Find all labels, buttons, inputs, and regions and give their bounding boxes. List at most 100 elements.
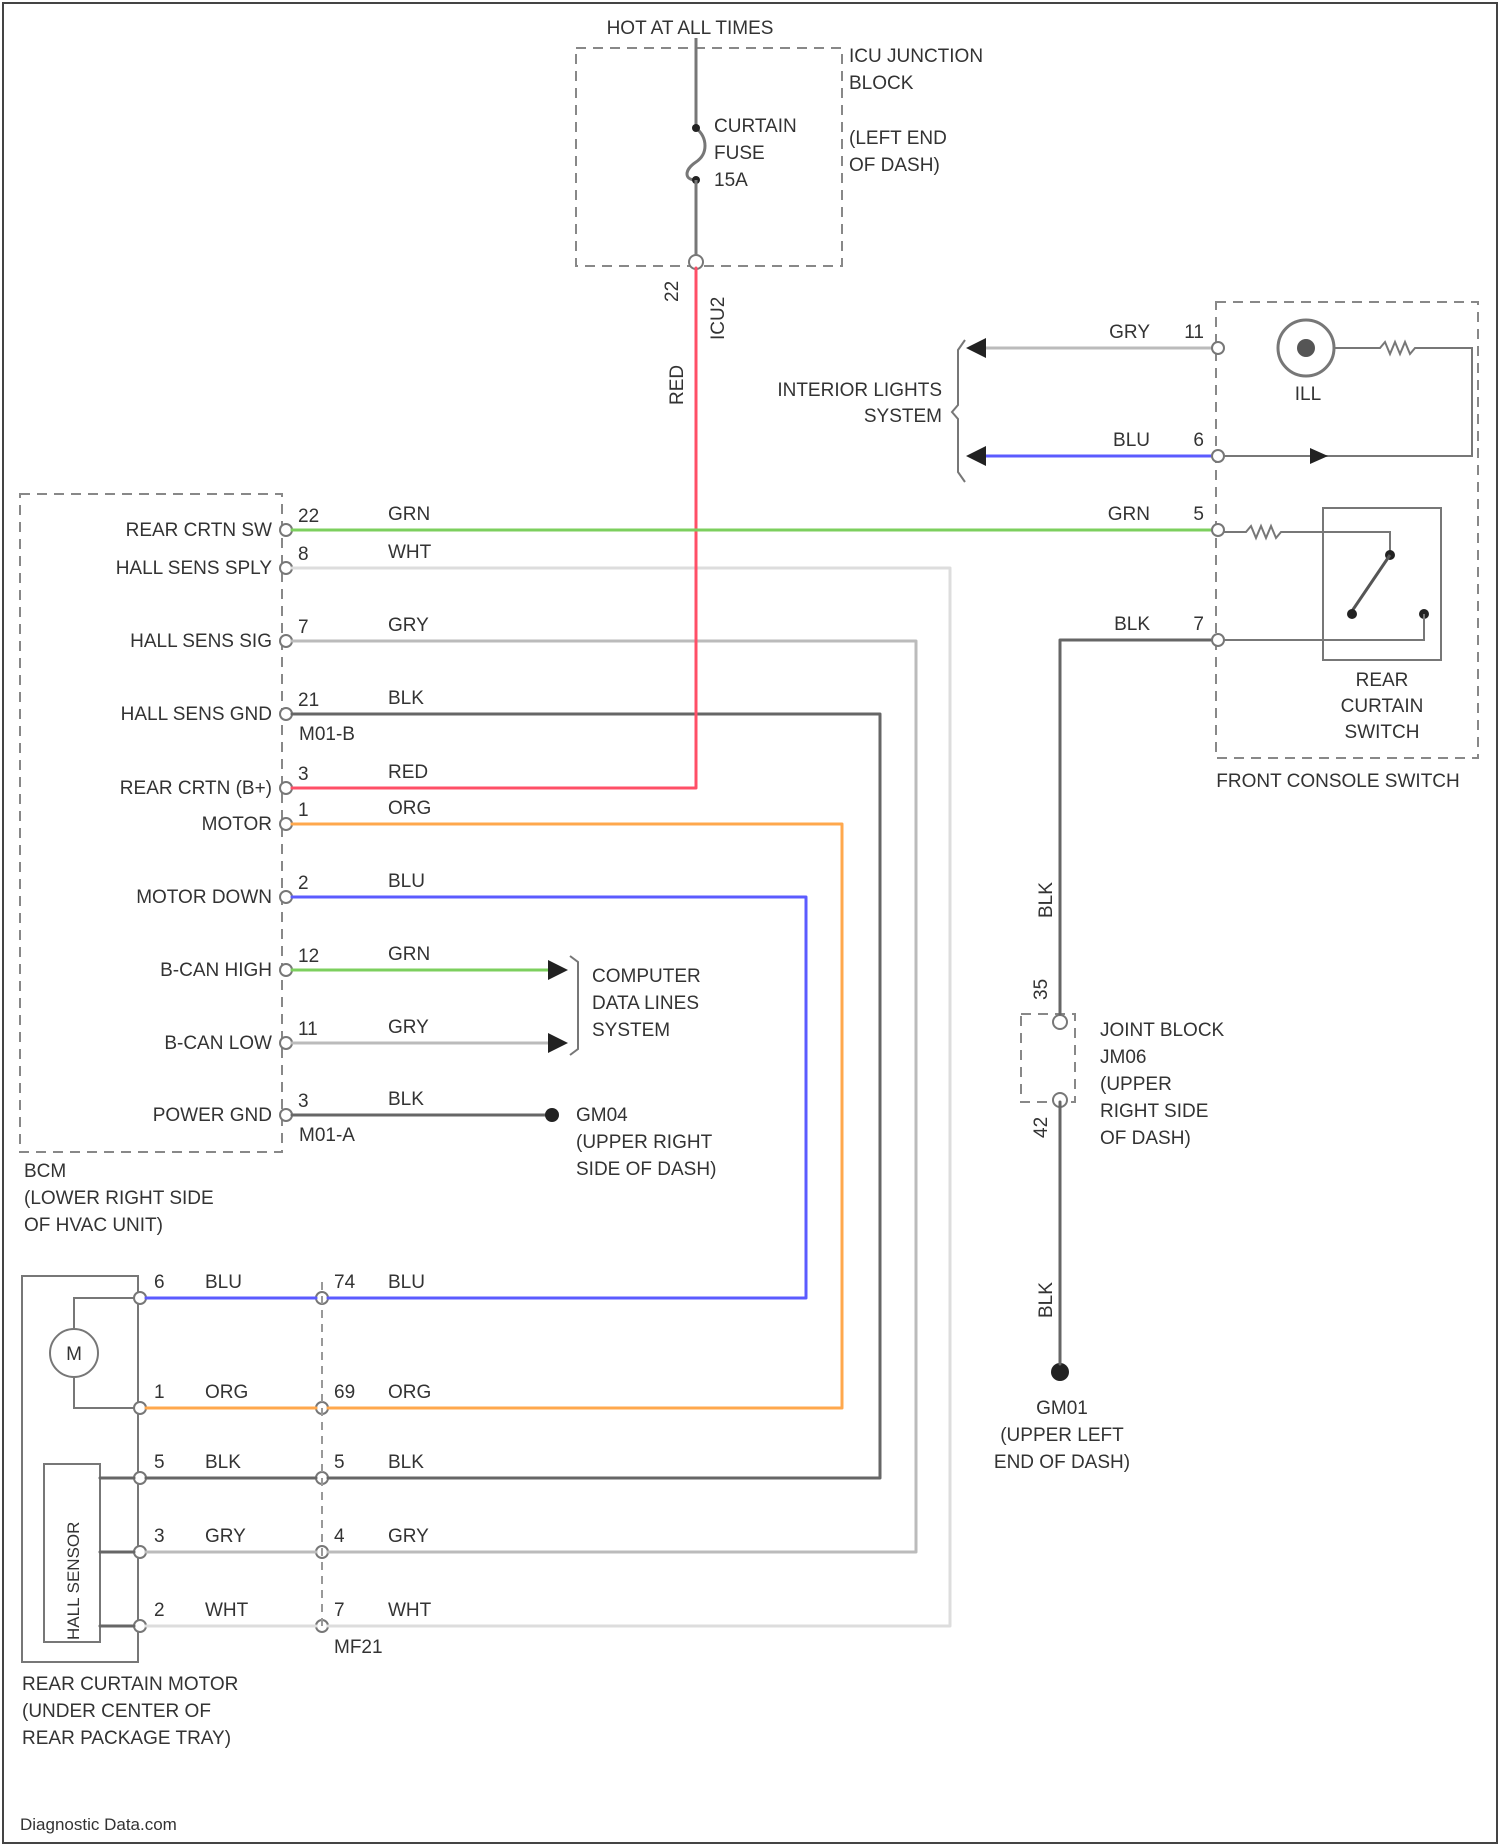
joint-label-line1: JOINT BLOCK <box>1100 1020 1225 1041</box>
motor-pin-marker <box>134 1620 146 1632</box>
icu-connector-id: ICU2 <box>708 297 729 340</box>
curtain-fuse-symbol <box>687 128 705 180</box>
rear-curtain-power-wire <box>292 268 696 788</box>
icu-location-line2: OF DASH) <box>849 155 940 176</box>
motor-symbol: M <box>66 1344 82 1365</box>
bcm-connector-b: M01-B <box>299 724 355 745</box>
mf21-wire-color: GRY <box>388 1526 429 1547</box>
bcm-pin-marker <box>280 891 292 903</box>
interior-lights-label-line2: SYSTEM <box>864 406 942 427</box>
mf21-wire-color: ORG <box>388 1382 431 1403</box>
bcm-title-line1: BCM <box>24 1161 66 1182</box>
hall-signal-wire <box>292 641 916 1552</box>
fuse-node-top <box>692 124 700 132</box>
hall-sensor-label: HALL SENSOR <box>64 1522 83 1640</box>
computer-label-line3: SYSTEM <box>592 1020 670 1041</box>
ill-return-arrow-icon <box>1310 448 1328 464</box>
bcm-pin-marker <box>280 708 292 720</box>
interior-lights-label-line1: INTERIOR LIGHTS <box>777 380 942 401</box>
bcm-pin-number: 8 <box>298 544 309 565</box>
motor-pin-number: 2 <box>154 1600 165 1621</box>
bcm-pin-wire-color: GRN <box>388 504 430 525</box>
bcm-pin-wire-color: WHT <box>388 542 432 563</box>
wire-group: 11GRY6BLU5GRN7BLK <box>100 268 1224 1626</box>
gm04-label-line1: GM04 <box>576 1105 628 1126</box>
gm01-label-line2: (UPPER LEFT <box>1000 1425 1124 1446</box>
bcm-pin-number: 11 <box>298 1019 318 1040</box>
console-ground-wire <box>1060 640 1212 1364</box>
switch-lever-icon <box>1350 555 1390 614</box>
bcm-pin-label: HALL SENS SPLY <box>116 558 273 579</box>
bcm-pin-label: MOTOR DOWN <box>136 887 272 908</box>
motor-pin-number: 3 <box>154 1526 165 1547</box>
mf21-pin-number: 4 <box>334 1526 345 1547</box>
motor-wire-color: WHT <box>205 1600 249 1621</box>
console-pin-number: 5 <box>1193 504 1204 525</box>
mf21-pin-number: 5 <box>334 1452 345 1473</box>
motor-wire-color: BLU <box>205 1272 242 1293</box>
bcm-pin-marker <box>280 635 292 647</box>
motor-pin-marker <box>134 1472 146 1484</box>
switch-resistor-icon <box>1220 526 1390 555</box>
bcan-low-arrow-icon <box>548 1033 568 1053</box>
bcm-pin-number: 22 <box>298 506 319 527</box>
icu-pin-number: 22 <box>662 281 683 302</box>
motor-wire-color: ORG <box>205 1382 248 1403</box>
fuse-label-line2: FUSE <box>714 143 765 164</box>
bcm-pin-label: B-CAN LOW <box>164 1033 272 1054</box>
mf21-pin-number: 69 <box>334 1382 355 1403</box>
joint-label-line5: OF DASH) <box>1100 1128 1191 1149</box>
console-pin-marker <box>1212 342 1224 354</box>
bcm-pin-label: REAR CRTN (B+) <box>120 778 272 799</box>
joint-pin-bottom: 42 <box>1031 1117 1052 1138</box>
console-wire-color: GRY <box>1109 322 1150 343</box>
bcm-pin-number: 2 <box>298 873 309 894</box>
bcm-pin-number: 1 <box>298 800 309 821</box>
bcm-pin-marker <box>280 1109 292 1121</box>
bcm-pin-number: 12 <box>298 946 319 967</box>
console-wire-color: BLK <box>1114 614 1150 635</box>
console-pin-marker <box>1212 524 1224 536</box>
console-pin-marker <box>1212 450 1224 462</box>
gm01-ground-icon <box>1051 1363 1069 1381</box>
joint-pin-top: 35 <box>1031 979 1052 1000</box>
bcm-pin-marker <box>280 1037 292 1049</box>
console-pin-number: 11 <box>1184 322 1204 343</box>
motor-pin-marker <box>134 1546 146 1558</box>
gm04-ground-icon <box>545 1108 559 1122</box>
bcm-pin-marker <box>280 818 292 830</box>
ill-lamp-filament-icon <box>1297 339 1315 357</box>
switch-label-line2: CURTAIN <box>1341 696 1424 717</box>
joint-pin-top-marker <box>1053 1015 1067 1029</box>
joint-label-line2: JM06 <box>1100 1047 1146 1068</box>
bcm-pin-number: 21 <box>298 690 319 711</box>
hall-ground-wire <box>292 714 880 1478</box>
interior-blu-arrow-icon <box>966 446 986 466</box>
footer-brand: Diagnostic Data.com <box>20 1815 177 1834</box>
bcm-pin-label: HALL SENS SIG <box>130 631 272 652</box>
bcm-pin-marker <box>280 524 292 536</box>
power-header: HOT AT ALL TIMES <box>607 18 774 39</box>
bcm-pin-wire-color: BLU <box>388 871 425 892</box>
red-wire-label-vertical: RED <box>667 365 688 405</box>
switch-contact-low-icon <box>1347 609 1357 619</box>
console-pin-number: 6 <box>1193 430 1204 451</box>
front-console-switch-title: FRONT CONSOLE SWITCH <box>1216 771 1460 792</box>
fuse-label-line3: 15A <box>714 170 748 191</box>
bcm-pin-wire-color: GRY <box>388 615 429 636</box>
blk-wire-label-lower: BLK <box>1036 1282 1057 1318</box>
joint-label-line4: RIGHT SIDE <box>1100 1101 1208 1122</box>
switch-label-line3: SWITCH <box>1345 722 1420 743</box>
mf21-pin-number: 74 <box>334 1272 356 1293</box>
bcm-title-line2: (LOWER RIGHT SIDE <box>24 1188 214 1209</box>
switch-label-line1: REAR <box>1356 670 1409 691</box>
gm01-label-line3: END OF DASH) <box>994 1452 1130 1473</box>
icu-location-line1: (LEFT END <box>849 128 947 149</box>
ill-resistor-icon <box>1220 342 1472 456</box>
front-console-switch-box <box>1216 302 1478 758</box>
motor-pin-marker <box>134 1402 146 1414</box>
icu-junction-block-box <box>576 48 842 266</box>
bcm-pin-label: POWER GND <box>153 1105 272 1126</box>
